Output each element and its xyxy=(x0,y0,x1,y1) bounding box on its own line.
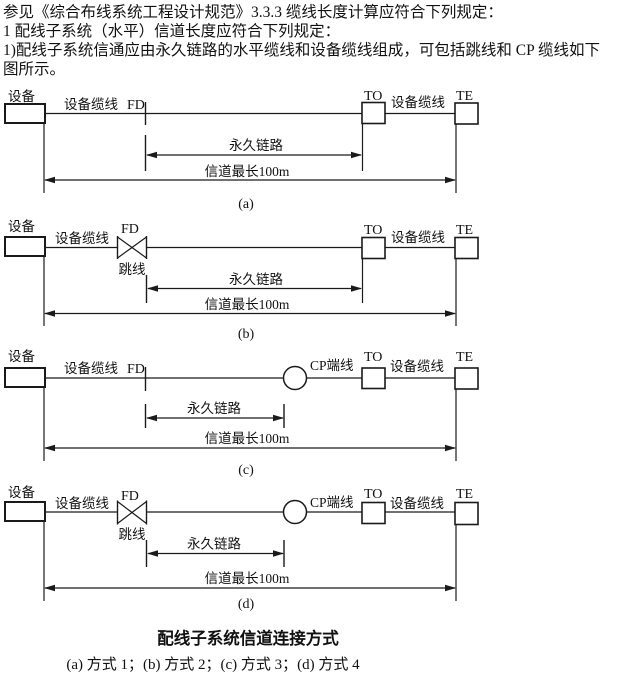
device-label: 设备 xyxy=(8,88,35,104)
device-cable-left-label: 设备缆线 xyxy=(55,230,109,246)
figure-title: 配线子系统信道连接方式 xyxy=(157,629,339,648)
jumper-label: 跳线 xyxy=(119,262,146,277)
permanent-link-label: 永久链路 xyxy=(187,401,241,416)
arrowhead-right xyxy=(445,584,456,592)
intro-line-1: 参见《综合布线系统工程设计规范》3.3.3 缆线长度计算应符合下列规定： xyxy=(3,4,503,21)
arrowhead-right xyxy=(273,414,284,422)
device-cable-left-label: 设备缆线 xyxy=(64,96,118,112)
device-cable-right-label: 设备缆线 xyxy=(390,358,444,374)
te-box xyxy=(454,367,479,390)
intro-paragraph: 参见《综合布线系统工程设计规范》3.3.3 缆线长度计算应符合下列规定： 1 配… xyxy=(0,0,619,79)
arrowhead-left xyxy=(146,414,157,422)
fd-label: FD xyxy=(121,489,139,504)
diagram-b: 设备 设备缆线 FD 跳线 TO 设备缆线 TE 永久链路 xyxy=(4,218,479,342)
to-label: TO xyxy=(364,223,382,238)
diagram-d: 设备 设备缆线 FD 跳线 CP端线 TO 设备缆线 TE 永久 xyxy=(4,484,479,612)
subfigure-tag-b: (b) xyxy=(238,327,255,342)
te-label: TE xyxy=(456,89,473,104)
fd-label: FD xyxy=(127,98,145,113)
cp-consolidation-point xyxy=(282,499,308,525)
cross-connect-x-stroke xyxy=(117,501,147,524)
diagram-d-content: 设备 设备缆线 FD 跳线 CP端线 TO 设备缆线 TE 永久 xyxy=(4,484,479,612)
te-label: TE xyxy=(456,350,473,365)
fd-label: FD xyxy=(121,222,139,237)
arrowhead-left xyxy=(147,285,158,292)
channel-max-label: 信道最长100m xyxy=(205,571,290,586)
figure-caption: 配线子系统信道连接方式 (a) 方式 1；(b) 方式 2；(c) 方式 3；(… xyxy=(0,612,619,674)
fd-label: FD xyxy=(127,362,145,377)
to-label: TO xyxy=(364,350,382,365)
arrowhead-right xyxy=(445,176,456,184)
diagram-a: 设备 设备缆线 FD TO 设备缆线 TE 永久链路 信道最长100m ( xyxy=(4,88,479,212)
te-label: TE xyxy=(456,223,473,238)
arrowhead-right xyxy=(351,285,362,292)
arrowhead-left xyxy=(44,176,55,184)
intro-line-3: 1)配线子系统信通应由永久链路的水平缆线和设备缆线组成，可包括跳线和 CP 缆线… xyxy=(3,42,601,59)
device-label: 设备 xyxy=(8,348,35,364)
device-cable-left-label: 设备缆线 xyxy=(64,360,118,376)
to-box xyxy=(361,236,386,260)
arrowhead-right xyxy=(445,310,456,317)
diagram-b-content: 设备 设备缆线 FD 跳线 TO 设备缆线 TE 永久链路 xyxy=(4,218,479,342)
device-cable-right-label: 设备缆线 xyxy=(391,229,445,245)
subfigure-tag-a: (a) xyxy=(238,197,254,212)
cp-consolidation-point xyxy=(282,365,308,391)
diagram-c-content: 设备 设备缆线 FD CP端线 TO 设备缆线 TE 永久链路 xyxy=(4,348,479,477)
cp-cable-label: CP端线 xyxy=(310,358,354,373)
device-cable-left-label: 设备缆线 xyxy=(55,495,109,511)
channel-max-label: 信道最长100m xyxy=(205,164,290,179)
cp-cable-label: CP端线 xyxy=(310,495,354,510)
permanent-link-label: 永久链路 xyxy=(229,272,283,287)
subfigure-tag-d: (d) xyxy=(238,597,255,612)
cross-connect-x-stroke xyxy=(117,236,147,259)
to-label: TO xyxy=(364,89,382,104)
arrowhead-left xyxy=(44,444,55,452)
device-box xyxy=(4,103,46,124)
arrowhead-left xyxy=(44,584,55,592)
te-box xyxy=(454,236,479,260)
channel-max-label: 信道最长100m xyxy=(205,431,290,446)
device-cable-right-label: 设备缆线 xyxy=(391,94,445,110)
device-box xyxy=(4,501,46,522)
device-box xyxy=(4,367,46,388)
to-box xyxy=(361,501,386,525)
te-box xyxy=(454,501,479,526)
channel-max-label: 信道最长100m xyxy=(205,297,290,312)
permanent-link-label: 永久链路 xyxy=(229,138,283,153)
arrowhead-left xyxy=(44,310,55,317)
to-box xyxy=(361,367,386,390)
device-cable-right-label: 设备缆线 xyxy=(390,495,444,511)
te-box xyxy=(454,102,479,125)
arrowhead-right xyxy=(351,151,362,159)
to-label: TO xyxy=(364,487,382,502)
arrowhead-left xyxy=(147,550,158,557)
intro-line-4: 图所示。 xyxy=(3,61,66,78)
device-box xyxy=(4,236,46,257)
intro-line-2: 1 配线子系统（水平）信道长度应符合下列规定： xyxy=(3,23,341,40)
device-label: 设备 xyxy=(8,484,35,500)
te-label: TE xyxy=(456,487,473,502)
figure-subtitle: (a) 方式 1；(b) 方式 2；(c) 方式 3；(d) 方式 4 xyxy=(66,657,360,673)
arrowhead-right xyxy=(273,550,284,557)
permanent-link-label: 永久链路 xyxy=(187,537,241,552)
diagram-a-content: 设备 设备缆线 FD TO 设备缆线 TE 永久链路 信道最长100m ( xyxy=(4,88,479,212)
arrowhead-right xyxy=(445,444,456,452)
subfigure-tag-c: (c) xyxy=(238,463,254,477)
jumper-label: 跳线 xyxy=(119,527,146,542)
to-box xyxy=(361,101,386,125)
arrowhead-left xyxy=(146,151,157,159)
device-label: 设备 xyxy=(8,218,35,234)
diagram-c: 设备 设备缆线 FD CP端线 TO 设备缆线 TE 永久链路 xyxy=(4,348,479,477)
